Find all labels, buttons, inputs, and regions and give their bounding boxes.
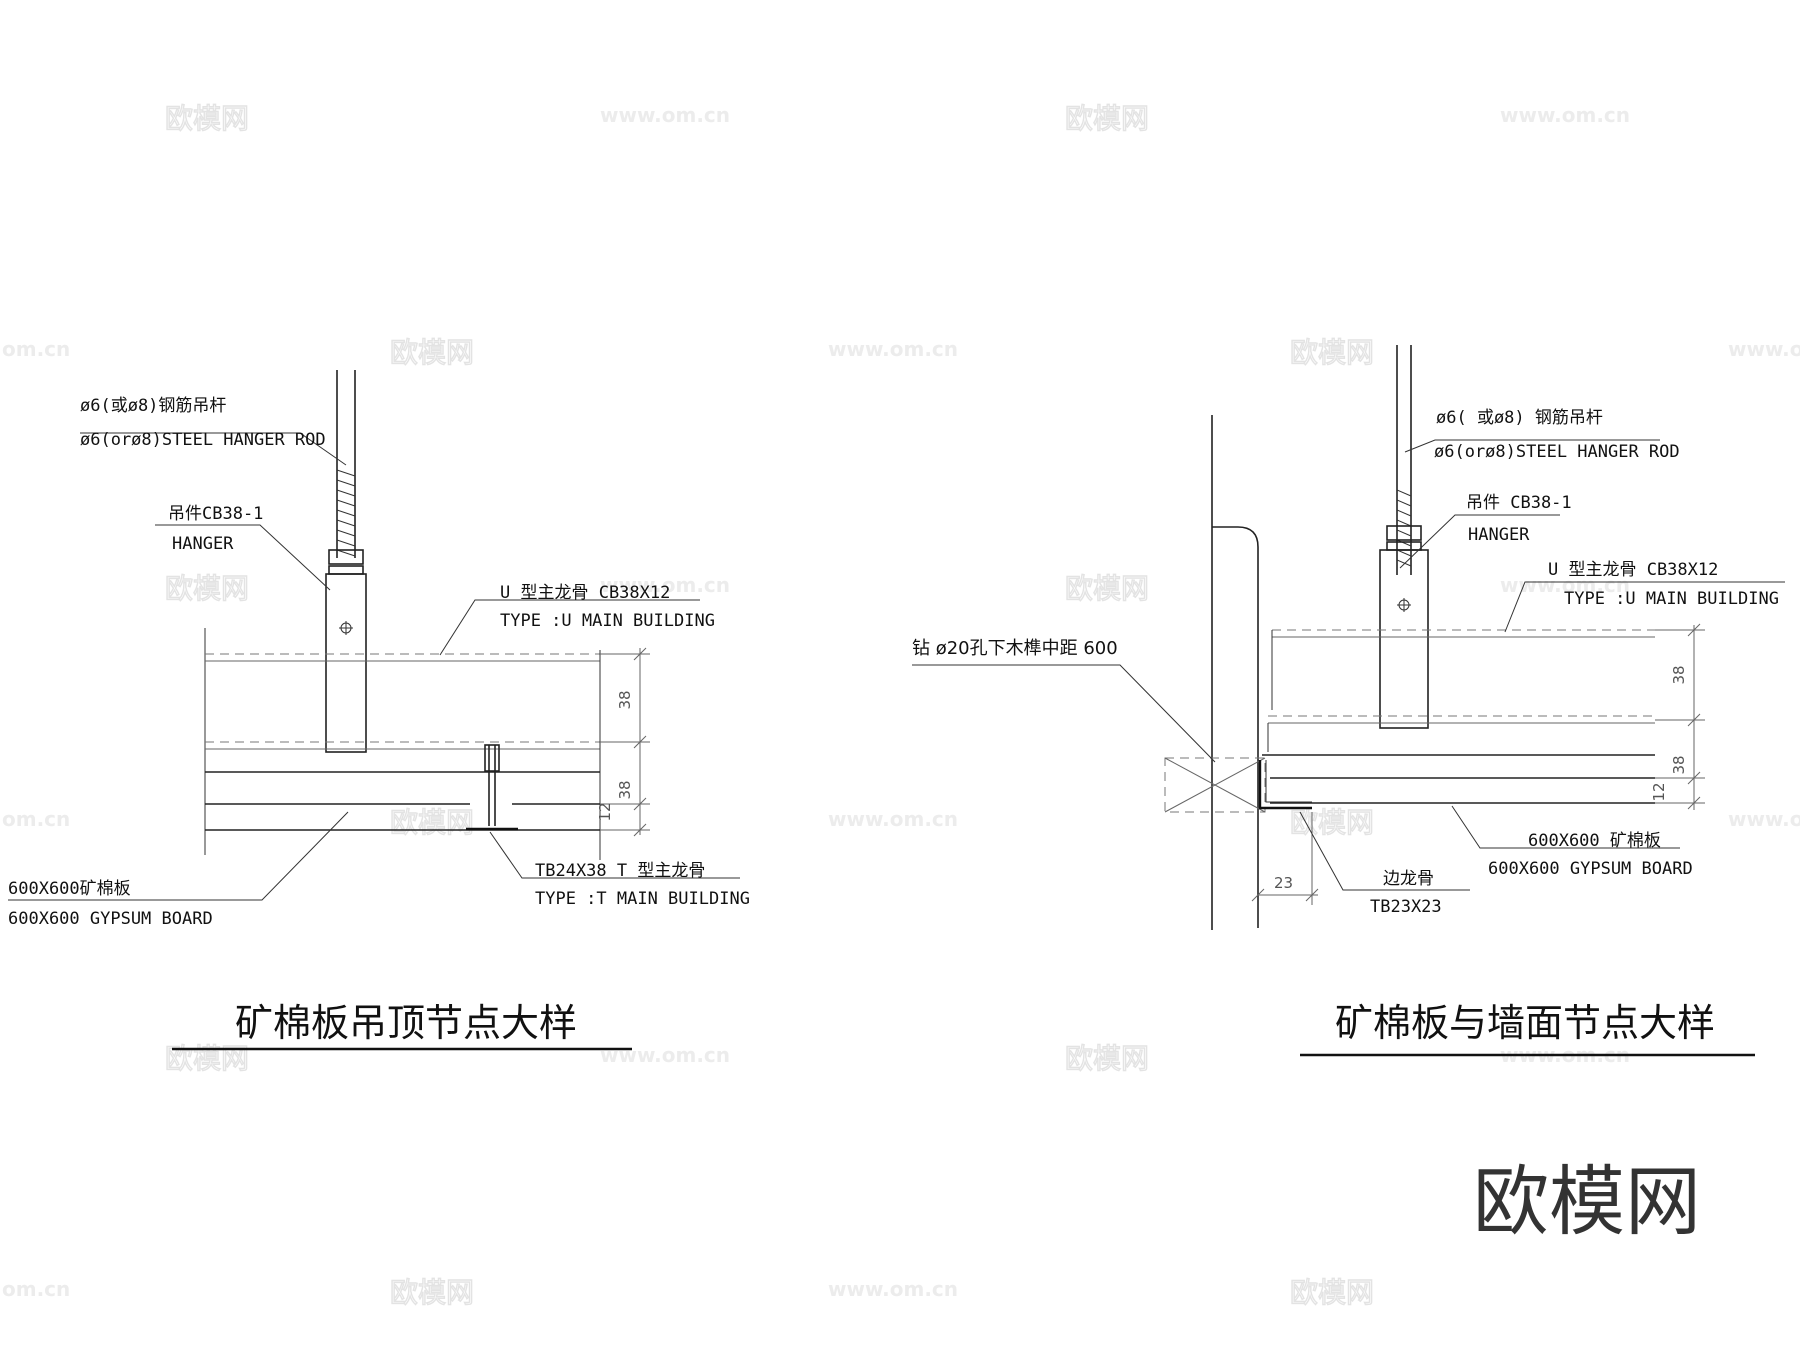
edge-keel bbox=[1258, 760, 1312, 810]
watermark-url: www.om.cn bbox=[1500, 573, 1630, 597]
leader-rod bbox=[80, 432, 347, 466]
watermark-logo: 欧模网 bbox=[390, 1276, 474, 1309]
watermark-url: om.cn bbox=[2, 1277, 70, 1301]
nut bbox=[1386, 525, 1422, 541]
watermark-layer: 欧模网 www.om.cn 欧模网 www.om.cn om.cn 欧模网 ww… bbox=[2, 101, 1800, 1309]
dim-tick bbox=[1251, 888, 1265, 902]
dimension-38-upper: 38 bbox=[616, 690, 634, 709]
leader-rod bbox=[1404, 439, 1660, 453]
watermark-logo: 欧模网 bbox=[165, 572, 249, 605]
label-u-main-cn: U 型主龙骨 CB38X12 bbox=[1548, 560, 1718, 580]
leader-board bbox=[1451, 805, 1680, 849]
watermark-url: www.om.cn bbox=[828, 337, 958, 361]
watermark-logo: 欧模网 bbox=[1065, 102, 1149, 135]
dim-tick bbox=[1687, 713, 1701, 727]
watermark-logo: 欧模网 bbox=[1290, 336, 1374, 369]
watermark-logo: 欧模网 bbox=[390, 806, 474, 839]
label-rod-en: ø6(orø8)STEEL HANGER ROD bbox=[1434, 442, 1680, 462]
watermark-logo: 欧模网 bbox=[1290, 1276, 1374, 1309]
label-board-cn: 600X600矿棉板 bbox=[8, 879, 131, 899]
label-t-main-cn: TB24X38 T 型主龙骨 bbox=[535, 861, 705, 881]
watermark-url: www.om.cn bbox=[600, 103, 730, 127]
dimension-23: 23 bbox=[1274, 874, 1293, 892]
label-rod-en: ø6(orø8)STEEL HANGER ROD bbox=[80, 430, 326, 450]
thread-lines bbox=[1396, 489, 1412, 567]
watermark-url: www.om.cn bbox=[600, 1043, 730, 1067]
label-hanger-en: HANGER bbox=[172, 534, 234, 554]
label-board-en: 600X600 GYPSUM BOARD bbox=[8, 909, 213, 929]
watermark-logo: 欧模网 bbox=[165, 1042, 249, 1075]
dimension-12: 12 bbox=[596, 802, 614, 821]
t-keel-bulb bbox=[484, 744, 500, 772]
watermark-logo: 欧模网 bbox=[1290, 806, 1374, 839]
label-board-en: 600X600 GYPSUM BOARD bbox=[1488, 859, 1693, 879]
leader-board bbox=[8, 811, 349, 901]
dim-tick bbox=[633, 823, 647, 837]
label-hanger-cn: 吊件 CB38-1 bbox=[1466, 493, 1572, 513]
leader-t-main bbox=[489, 831, 740, 879]
dim-tick bbox=[633, 647, 647, 661]
label-u-main-cn: U 型主龙骨 CB38X12 bbox=[500, 583, 670, 603]
dim-tick bbox=[1305, 888, 1319, 902]
label-hanger-en: HANGER bbox=[1468, 525, 1530, 545]
label-edge-cn: 边龙骨 bbox=[1383, 869, 1434, 889]
dimension-38-upper: 38 bbox=[1670, 665, 1688, 684]
watermark-logo: 欧模网 bbox=[390, 336, 474, 369]
watermark-url: www.om.cn bbox=[828, 807, 958, 831]
nut bbox=[328, 565, 364, 575]
label-rod-cn: ø6(或ø8)钢筋吊杆 bbox=[80, 396, 226, 416]
dim-tick bbox=[633, 797, 647, 811]
leader-hanger bbox=[1399, 514, 1560, 569]
hanger-plate bbox=[325, 573, 367, 753]
watermark-url: www.om.cn bbox=[600, 573, 730, 597]
watermark-url: www.om.cn bbox=[1500, 103, 1630, 127]
dimension-38-lower: 38 bbox=[616, 780, 634, 799]
watermark-url: www.om.cn bbox=[1728, 807, 1800, 831]
watermark-url: om.cn bbox=[2, 807, 70, 831]
dimension-38-lower: 38 bbox=[1670, 755, 1688, 774]
leader-drill bbox=[912, 664, 1216, 763]
hanger-plate bbox=[1379, 549, 1429, 729]
label-hanger-cn: 吊件CB38-1 bbox=[168, 504, 263, 524]
label-drill-cn: 钻 ø20孔下木榫中距 600 bbox=[912, 638, 1118, 659]
plug-cross bbox=[1164, 757, 1266, 813]
label-u-main-en: TYPE :U MAIN BUILDING bbox=[1564, 589, 1779, 609]
label-t-main-en: TYPE :T MAIN BUILDING bbox=[535, 889, 750, 909]
leader-u-main bbox=[1504, 581, 1785, 633]
dim-tick bbox=[1687, 623, 1701, 637]
edge-keel-inner bbox=[1265, 760, 1312, 803]
watermark-logo: 欧模网 bbox=[165, 102, 249, 135]
thread-lines bbox=[336, 469, 356, 557]
wood-plug bbox=[1164, 757, 1266, 813]
brand-logo: 欧模网 bbox=[1473, 1157, 1701, 1246]
label-edge-en: TB23X23 bbox=[1370, 897, 1442, 917]
dimension-12: 12 bbox=[1650, 782, 1668, 801]
leader-edge-keel bbox=[1299, 811, 1470, 891]
watermark-logo: 欧模网 bbox=[1065, 1042, 1149, 1075]
dim-tick bbox=[1687, 771, 1701, 785]
watermark-logo: 欧模网 bbox=[1065, 572, 1149, 605]
right-detail: 38 38 12 23 ø6( 或ø8) 钢筋吊杆 ø6(orø8)STEEL … bbox=[912, 345, 1785, 1057]
detail-title: 矿棉板与墙面节点大样 bbox=[1335, 1001, 1715, 1045]
watermark-url: www.om.cn bbox=[828, 1277, 958, 1301]
wall-profile bbox=[1212, 526, 1259, 928]
detail-title: 矿棉板吊顶节点大样 bbox=[235, 1001, 577, 1045]
left-detail: 38 38 12 ø6(或ø8)钢筋吊杆 ø6(orø8)STEEL HANGE… bbox=[8, 370, 750, 1051]
leader-hanger bbox=[155, 524, 331, 591]
label-board-cn: 600X600 矿棉板 bbox=[1528, 831, 1661, 851]
nut bbox=[328, 549, 364, 565]
label-rod-cn: ø6( 或ø8) 钢筋吊杆 bbox=[1436, 408, 1603, 428]
dim-tick bbox=[633, 735, 647, 749]
dim-tick bbox=[1687, 796, 1701, 810]
watermark-url: om.cn bbox=[2, 337, 70, 361]
leader-u-main bbox=[439, 599, 700, 656]
watermark-url: www.om.cn bbox=[1728, 337, 1800, 361]
label-u-main-en: TYPE :U MAIN BUILDING bbox=[500, 611, 715, 631]
